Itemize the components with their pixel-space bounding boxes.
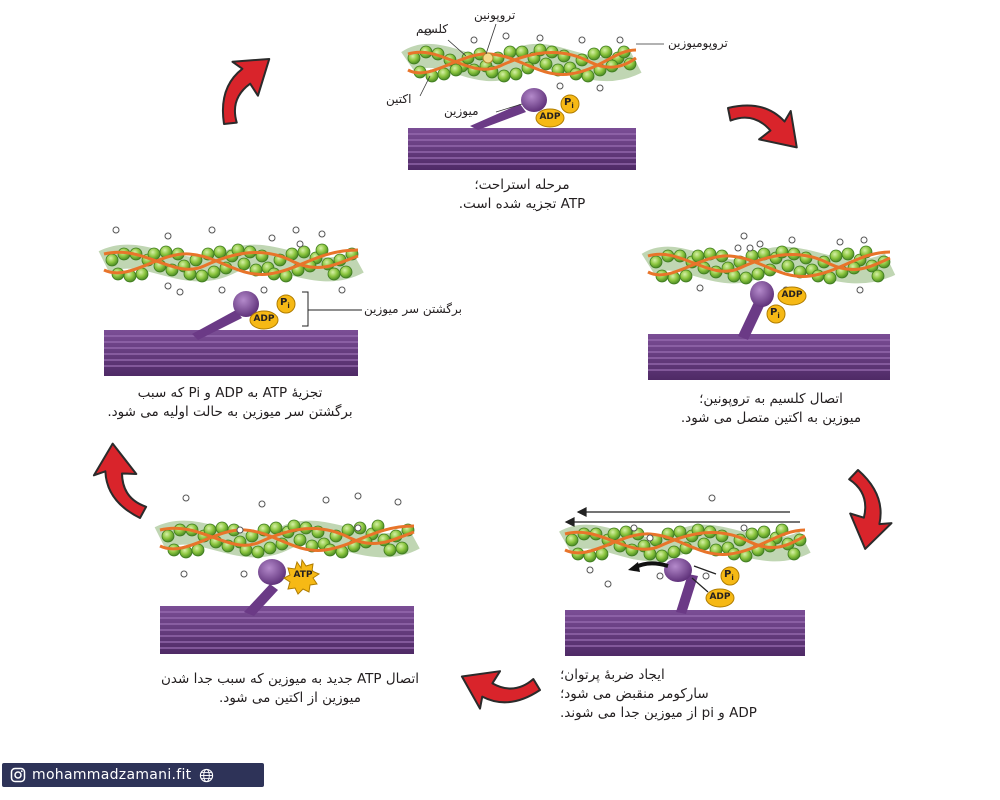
- calcium-ions: [424, 28, 624, 92]
- calcium-ions: [112, 226, 346, 296]
- troponin-marker: [482, 52, 494, 64]
- caption-calcium-binding: اتصال کلسیم به تروپونین؛ میوزین به اکتین…: [680, 391, 862, 426]
- atp-label: ATP: [293, 570, 313, 580]
- myosin-head: [470, 88, 547, 130]
- cycle-arrow-bottom: [452, 654, 544, 727]
- panel-calcium-binding: [641, 232, 896, 380]
- actin-filament: [641, 245, 896, 285]
- pi-label: Pi: [724, 569, 734, 582]
- panel-recock: [98, 226, 364, 376]
- troponin-label: تروپونین: [474, 8, 516, 22]
- pi-label: Pi: [280, 297, 290, 310]
- footer-bar: mohammadzamani.fit: [2, 763, 264, 787]
- actin-filament: [401, 43, 642, 83]
- myosin-head: [192, 291, 259, 340]
- calcium-ions: [180, 492, 402, 578]
- adp-label: ADP: [539, 112, 561, 122]
- cycle-arrow-right: [842, 468, 897, 553]
- panel-rest: [401, 23, 664, 170]
- cycle-arrow-top-right: [721, 77, 814, 166]
- actin-filament: [559, 523, 811, 563]
- adp-label: ADP: [709, 592, 731, 602]
- panel-new-atp: [154, 492, 420, 654]
- myosin-head: [664, 558, 698, 614]
- calcium-ions: [586, 494, 748, 588]
- sliding-arrows: [564, 507, 800, 527]
- pi-label: Pi: [564, 97, 574, 110]
- myosin-head: [244, 559, 286, 616]
- actin-label: اکتین: [386, 92, 412, 106]
- pi-label: Pi: [770, 307, 780, 320]
- cycle-arrow-top-left: [196, 40, 286, 131]
- thick-filament: [160, 606, 414, 654]
- thick-filament: [408, 128, 636, 170]
- caption-new-atp: اتصال ATP جدید به میوزین که سبب جدا شدن …: [161, 671, 419, 706]
- actin-filament: [98, 243, 364, 283]
- adp-label: ADP: [253, 314, 275, 324]
- caption-recock: تجزیهٔ ATP به ADP و Pi که سبب برگشتن سر …: [107, 385, 353, 420]
- thick-filament: [648, 334, 890, 380]
- calcium-ions: [696, 232, 868, 294]
- adp-label: ADP: [781, 290, 803, 300]
- calcium-label: کلسیم: [416, 22, 448, 36]
- head-recock-bracket: [302, 291, 362, 327]
- tropomyosin-label: تروپومیوزین: [668, 36, 728, 50]
- head-recock-label: برگشتن سر میوزین: [364, 302, 462, 316]
- thick-filament: [565, 610, 805, 656]
- globe-icon: [200, 768, 214, 782]
- cycle-arrow-left: [88, 438, 149, 526]
- caption-rest: مرحله استراحت؛ ATP تجزیه شده است.: [458, 177, 586, 212]
- caption-power-stroke: ایجاد ضربهٔ پرتوان؛ سارکومر منقبض می شود…: [560, 667, 757, 721]
- footer-handle[interactable]: mohammadzamani.fit: [32, 767, 192, 783]
- thick-filament: [104, 330, 358, 376]
- actin-filament: [154, 519, 420, 559]
- myosin-label: میوزین: [444, 104, 479, 118]
- power-stroke-arrow: [628, 561, 669, 572]
- atp-molecule: [283, 558, 321, 595]
- panel-power-stroke: [559, 494, 811, 656]
- myosin-head: [738, 281, 774, 340]
- instagram-icon: [10, 767, 26, 783]
- leader-lines: [419, 23, 664, 113]
- release-arrows: [691, 565, 717, 593]
